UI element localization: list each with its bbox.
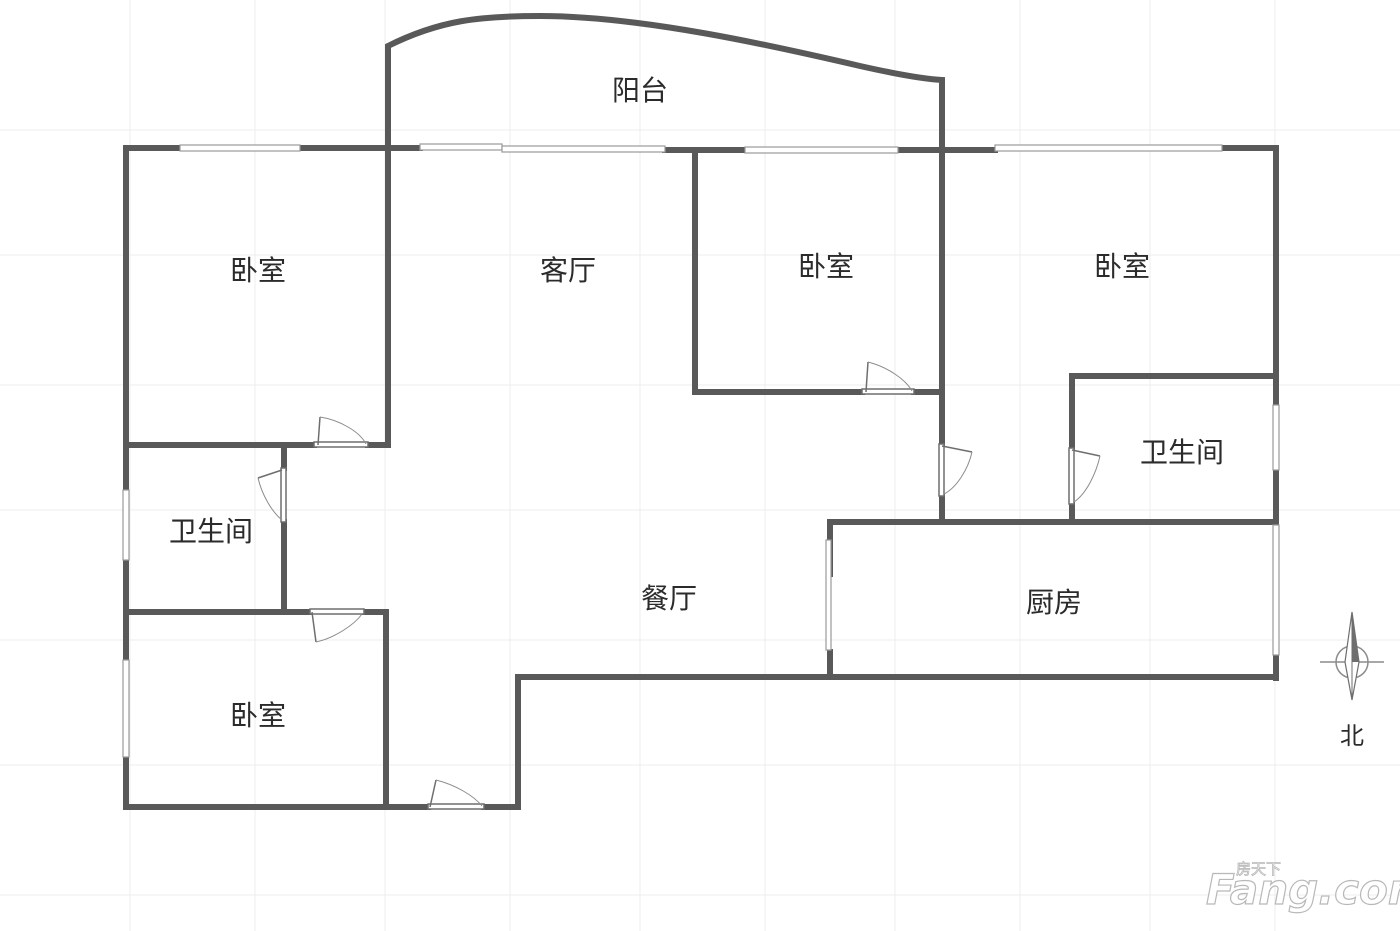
door-nw-bedroom bbox=[313, 416, 369, 448]
doors bbox=[257, 361, 1101, 810]
window-center-bedroom bbox=[744, 146, 899, 154]
watermark-sub: 房天下 bbox=[1236, 860, 1281, 878]
window-east-bathroom bbox=[1272, 404, 1280, 471]
room-labels: 阳台 客厅 卧室 卧室 卧室 卫生间 卫生间 餐厅 厨房 卧室 bbox=[169, 74, 1224, 732]
compass-north-label: 北 bbox=[1340, 722, 1364, 750]
window-sw-bedroom bbox=[122, 659, 130, 758]
label-bathroom-east: 卫生间 bbox=[1140, 436, 1224, 469]
watermark-logo: 房天下 Fang.com bbox=[1205, 860, 1400, 915]
compass-icon: 北 bbox=[1320, 611, 1384, 750]
door-sw-bedroom bbox=[309, 608, 365, 643]
label-dining-room: 餐厅 bbox=[641, 582, 697, 615]
door-center-bedroom bbox=[861, 361, 915, 395]
sliding-door-kitchen bbox=[825, 539, 832, 651]
window-living-left bbox=[419, 143, 503, 151]
window-nw-bedroom bbox=[179, 144, 301, 152]
windows bbox=[122, 143, 1280, 758]
window-west-bathroom bbox=[122, 489, 130, 561]
door-east-bathroom bbox=[1068, 447, 1101, 505]
watermark-brand: Fang.com bbox=[1206, 865, 1400, 914]
label-bathroom-west: 卫生间 bbox=[169, 515, 253, 548]
window-ne-bedroom bbox=[994, 144, 1223, 152]
window-kitchen bbox=[1272, 524, 1280, 656]
walls bbox=[123, 145, 1279, 810]
label-kitchen: 厨房 bbox=[1026, 586, 1082, 619]
balcony-walls bbox=[385, 12, 945, 151]
label-bedroom-southwest: 卧室 bbox=[230, 699, 286, 732]
label-balcony: 阳台 bbox=[612, 74, 668, 107]
sliding-door-living bbox=[501, 145, 666, 153]
label-living-room: 客厅 bbox=[540, 254, 596, 287]
door-ne-bedroom bbox=[938, 443, 973, 497]
door-west-bathroom bbox=[257, 467, 287, 523]
label-bedroom-northwest: 卧室 bbox=[230, 254, 286, 287]
label-bedroom-northeast: 卧室 bbox=[1094, 250, 1150, 283]
door-entrance bbox=[427, 779, 485, 810]
label-bedroom-center: 卧室 bbox=[798, 250, 854, 283]
